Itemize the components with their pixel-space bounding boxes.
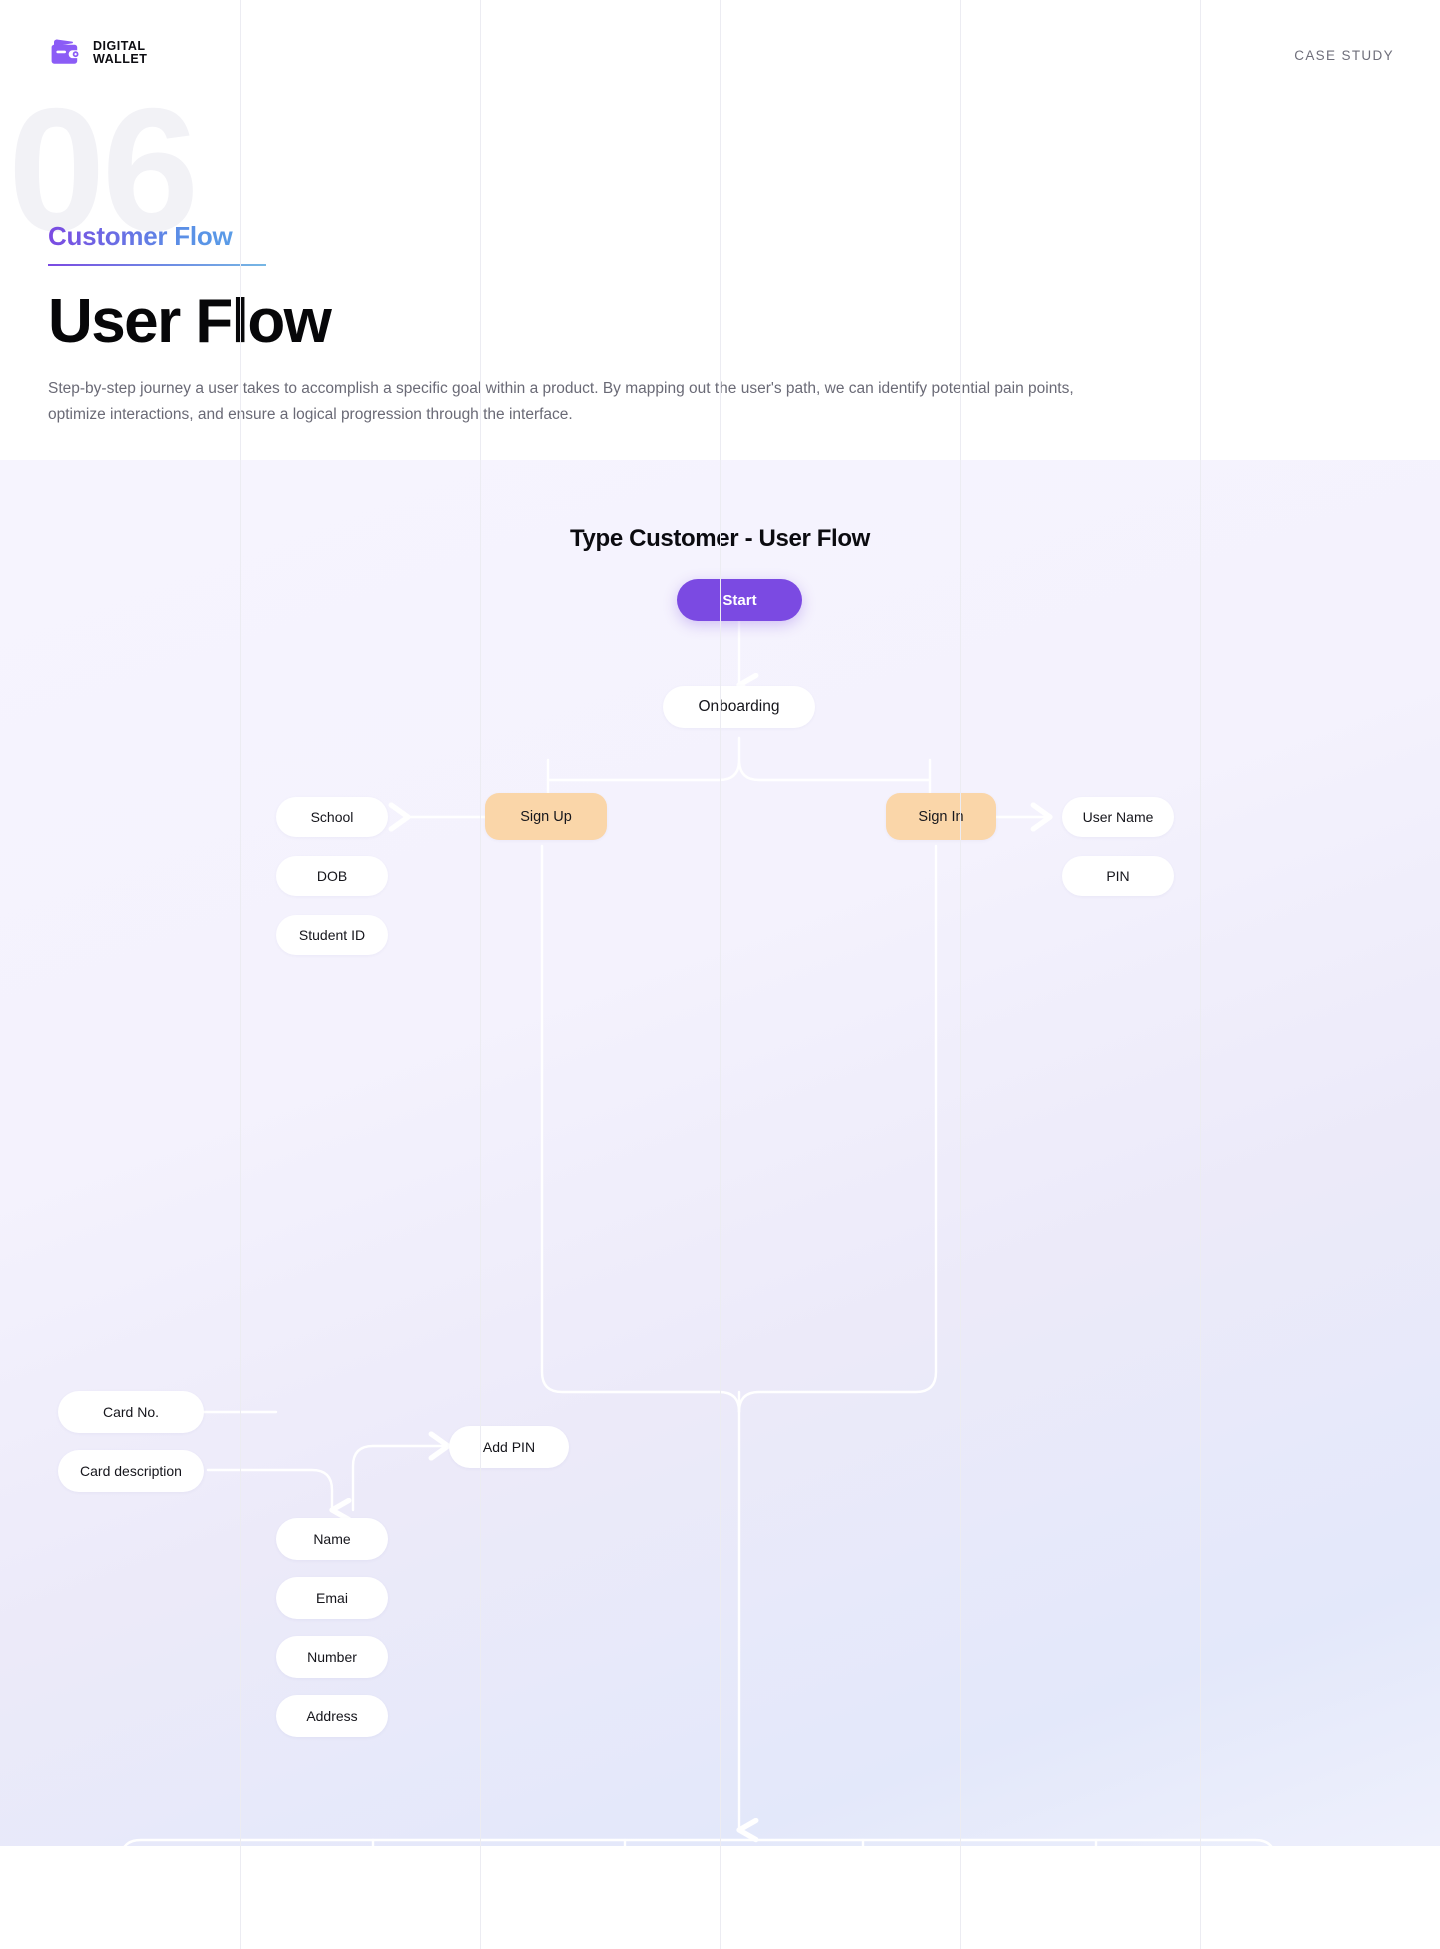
flow-node-student-id[interactable]: Student ID <box>276 915 388 955</box>
flow-node-name[interactable]: Name <box>276 1518 388 1560</box>
flow-node-email[interactable]: Emai <box>276 1577 388 1619</box>
section-number-watermark: 06 <box>8 73 199 268</box>
hero-section: 06 Customer Flow User Flow Step-by-step … <box>8 83 1168 427</box>
flow-node-school[interactable]: School <box>276 797 388 837</box>
flow-node-user-name[interactable]: User Name <box>1062 797 1174 837</box>
hero-description: Step-by-step journey a user takes to acc… <box>48 380 1074 423</box>
flow-node-card-description[interactable]: Card description <box>58 1450 204 1492</box>
brand-logo-line-2: WALLET <box>93 52 148 66</box>
flow-node-start[interactable]: Start <box>677 579 802 621</box>
flow-node-card-no[interactable]: Card No. <box>58 1391 204 1433</box>
flow-node-number[interactable]: Number <box>276 1636 388 1678</box>
flow-node-sign-in[interactable]: Sign In <box>886 793 996 840</box>
flow-node-pin[interactable]: PIN <box>1062 856 1174 896</box>
page-header: DIGITAL WALLET CASE STUDY <box>0 28 1440 88</box>
wallet-icon <box>48 38 82 68</box>
brand-logo[interactable]: DIGITAL WALLET <box>48 38 147 68</box>
brand-logo-text: DIGITAL WALLET <box>93 38 148 67</box>
user-flow-canvas: Type Customer - User Flow <box>0 460 1440 1846</box>
hero-eyebrow-wrap: Customer Flow <box>48 105 266 266</box>
case-study-label: CASE STUDY <box>1294 48 1394 63</box>
page-title: User Flow <box>48 287 332 356</box>
flow-node-add-pin[interactable]: Add PIN <box>449 1426 569 1468</box>
flow-node-dob[interactable]: DOB <box>276 856 388 896</box>
hero-eyebrow-underline <box>48 264 266 266</box>
hero-eyebrow: Customer Flow <box>48 221 266 252</box>
flow-node-onboarding[interactable]: Onboarding <box>663 686 815 728</box>
brand-logo-line-1: DIGITAL <box>93 38 146 53</box>
flow-connectors <box>123 619 1273 1846</box>
flow-node-address[interactable]: Address <box>276 1695 388 1737</box>
user-flow-inner: Type Customer - User Flow <box>0 460 1440 1846</box>
flow-node-sign-up[interactable]: Sign Up <box>485 793 607 840</box>
